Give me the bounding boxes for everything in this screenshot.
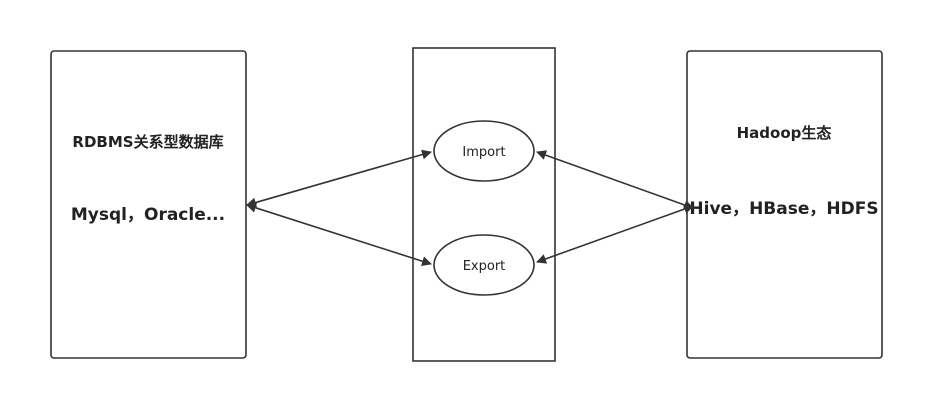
hadoop-items: Hive，HBase，HDFS (689, 199, 878, 219)
export-node (433, 234, 535, 296)
hadoop-title: Hadoop生态 (737, 124, 832, 142)
import-hadoop-arrow (536, 150, 694, 210)
middle-box-frame (412, 47, 556, 362)
rdbms-title: RDBMS关系型数据库 (72, 133, 223, 151)
rdbms-export-arrow (246, 202, 432, 267)
hadoop-box: Hadoop生态 Hive，HBase，HDFS (686, 50, 883, 359)
rdbms-box-frame (50, 50, 247, 359)
middle-box: Import Export (412, 47, 556, 362)
rdbms-items: Mysql，Oracle... (71, 205, 225, 225)
import-label: Import (462, 145, 505, 160)
export-hadoop-arrow (536, 204, 694, 264)
rdbms-box: RDBMS关系型数据库 Mysql，Oracle... (50, 50, 247, 359)
import-node (433, 120, 535, 182)
rdbms-import-arrow (246, 149, 432, 208)
export-label: Export (463, 259, 506, 274)
